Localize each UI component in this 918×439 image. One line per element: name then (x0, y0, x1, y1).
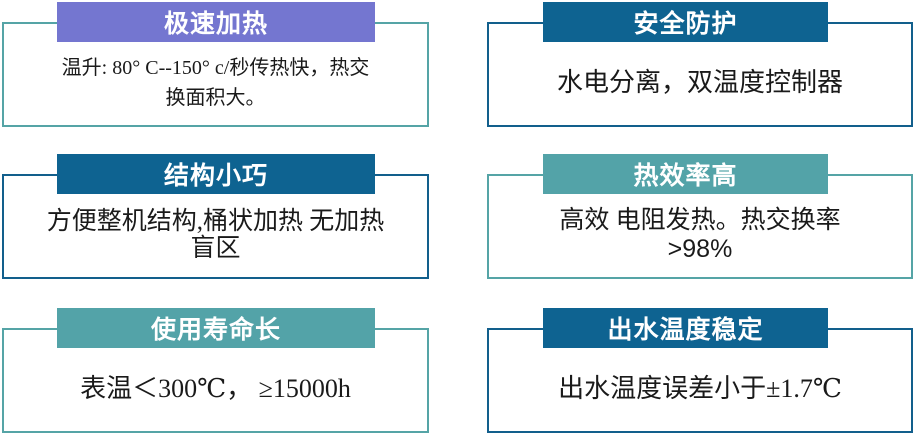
card-high-thermal-efficiency: 高效 电阻发热。热交换率 >98% 热效率高 (487, 154, 913, 279)
body-line: 盲区 (190, 234, 241, 262)
body-line: 水电分离，双温度控制器 (556, 67, 843, 97)
card-body: 高效 电阻发热。热交换率 >98% (559, 207, 840, 263)
card-body: 表温＜300℃， ≥15000h (80, 374, 351, 404)
card-title: 出水温度稳定 (607, 316, 764, 344)
card-body: 出水温度误差小于±1.7℃ (558, 374, 842, 404)
card-long-service-life: 表温＜300℃， ≥15000h 使用寿命长 (2, 308, 429, 433)
card-header: 结构小巧 (57, 154, 375, 194)
body-line: 温升: 80° C--150° c/秒传热快，热交 (61, 56, 370, 79)
card-compact-structure: 方便整机结构,桶状加热 无加热 盲区 结构小巧 (2, 154, 429, 279)
body-line: 高效 电阻发热。热交换率 (559, 206, 841, 234)
card-header: 使用寿命长 (57, 308, 375, 348)
card-title: 极速加热 (163, 10, 268, 38)
card-title: 使用寿命长 (150, 316, 281, 344)
card-header: 热效率高 (543, 154, 828, 194)
card-body: 方便整机结构,桶状加热 无加热 盲区 (47, 208, 385, 262)
body-line: 方便整机结构,桶状加热 无加热 (46, 207, 385, 235)
card-title: 热效率高 (633, 162, 738, 190)
card-header: 极速加热 (57, 2, 375, 42)
body-line: 出水温度误差小于±1.7℃ (558, 373, 842, 403)
card-body: 温升: 80° C--150° c/秒传热快，热交 换面积大。 (62, 53, 370, 113)
card-safety-protection: 水电分离，双温度控制器 安全防护 (487, 2, 913, 127)
body-line: >98% (667, 234, 733, 263)
card-header: 安全防护 (543, 2, 828, 42)
body-line: 表温＜300℃， ≥15000h (80, 373, 351, 403)
body-line: 换面积大。 (165, 86, 266, 109)
card-title: 结构小巧 (163, 162, 268, 190)
card-rapid-heating: 温升: 80° C--150° c/秒传热快，热交 换面积大。 极速加热 (2, 2, 429, 127)
card-stable-outlet-temperature: 出水温度误差小于±1.7℃ 出水温度稳定 (487, 308, 913, 433)
card-body: 水电分离，双温度控制器 (557, 68, 843, 98)
card-header: 出水温度稳定 (543, 308, 828, 348)
card-title: 安全防护 (633, 10, 738, 38)
